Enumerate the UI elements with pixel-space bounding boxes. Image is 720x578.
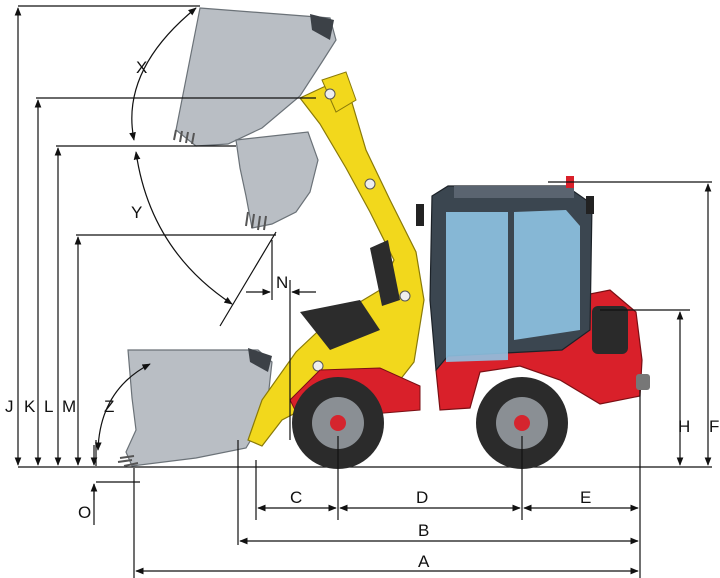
cab (416, 176, 594, 372)
label-x: X (136, 58, 147, 77)
dimension-labels: X Y Z N J K L M O C D E B A H F (5, 58, 719, 571)
label-k: K (24, 397, 36, 416)
rear-wheel (476, 377, 568, 469)
label-a: A (418, 552, 430, 571)
label-h: H (678, 417, 690, 436)
label-e: E (580, 488, 591, 507)
bucket-raised-top (173, 7, 337, 147)
label-f: F (709, 417, 719, 436)
label-c: C (290, 488, 302, 507)
wheel-loader (117, 7, 650, 469)
label-z: Z (104, 397, 114, 416)
bucket-raised-mid (235, 131, 319, 231)
front-wheel (292, 377, 384, 469)
label-n: N (276, 273, 288, 292)
lift-arm (247, 71, 425, 447)
label-b: B (418, 521, 429, 540)
label-d: D (416, 488, 428, 507)
bucket-lowered (117, 348, 273, 467)
dimension-lines (14, 5, 712, 578)
label-m: M (62, 397, 76, 416)
label-o: O (78, 503, 91, 522)
label-y: Y (131, 203, 142, 222)
label-j: J (5, 397, 14, 416)
label-l: L (44, 397, 53, 416)
